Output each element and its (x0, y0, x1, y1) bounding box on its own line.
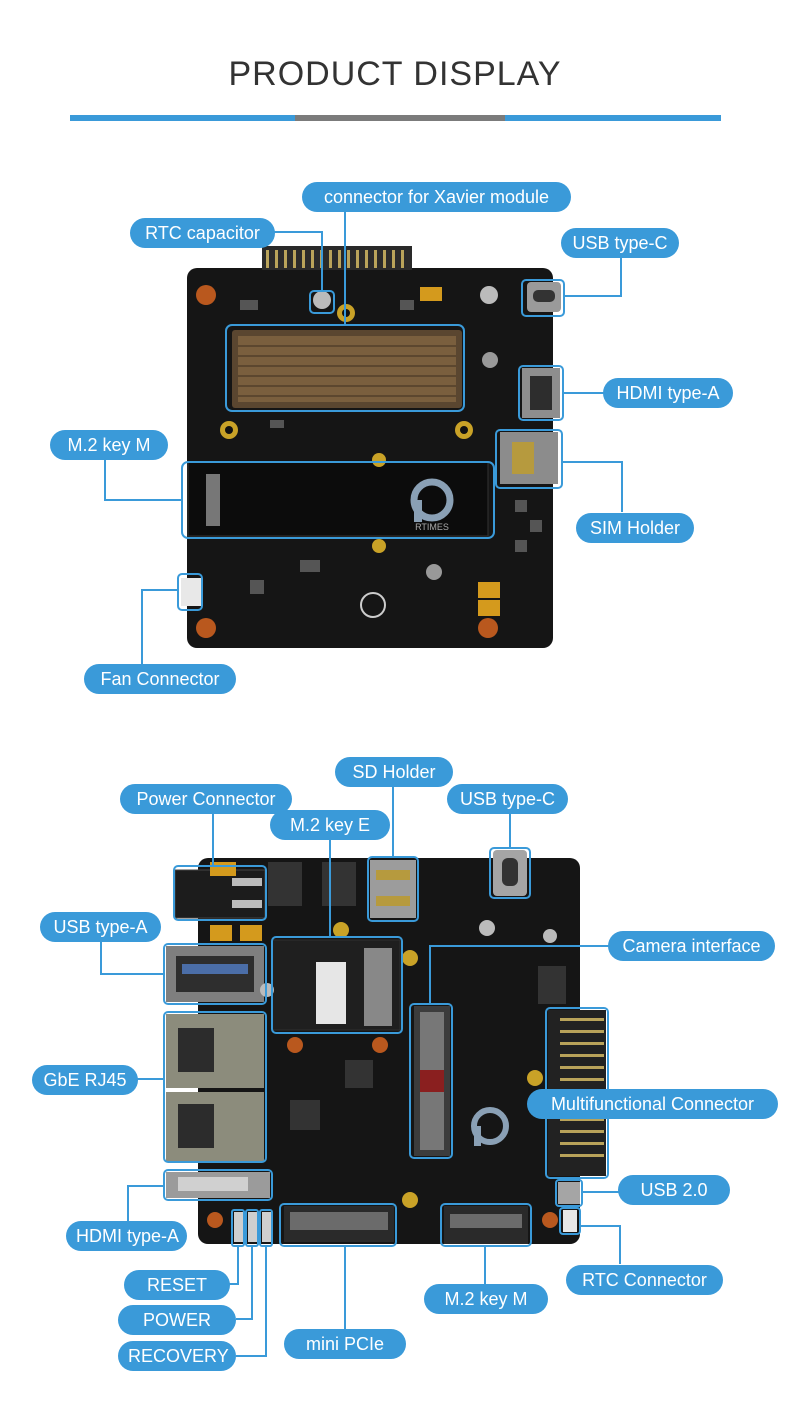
label-rtc-connector: RTC Connector (566, 1265, 723, 1295)
label-usb-type-c-bottom: USB type-C (447, 784, 568, 814)
label-hdmi-type-a-top: HDMI type-A (603, 378, 733, 408)
callout-lines (100, 209, 626, 1357)
label-rtc-capacitor: RTC capacitor (130, 218, 275, 248)
label-usb-2-0: USB 2.0 (618, 1175, 730, 1205)
label-m2-key-m-bottom: M.2 key M (424, 1284, 548, 1314)
label-usb-type-c-top: USB type-C (561, 228, 679, 258)
label-power-button: POWER (118, 1305, 236, 1335)
bottom-board-details (166, 850, 606, 1244)
page-title: PRODUCT DISPLAY (228, 55, 562, 93)
label-gbe-rj45: GbE RJ45 (32, 1065, 138, 1095)
label-mini-pcie: mini PCIe (284, 1329, 406, 1359)
label-usb-type-a: USB type-A (40, 912, 161, 942)
label-sim-holder: SIM Holder (576, 513, 694, 543)
label-multifunctional-connector: Multifunctional Connector (527, 1089, 778, 1119)
label-camera-interface: Camera interface (608, 931, 775, 961)
label-m2-key-m-top: M.2 key M (50, 430, 168, 460)
title-underline-center (295, 115, 505, 121)
label-hdmi-type-a-bottom: HDMI type-A (66, 1221, 187, 1251)
label-xavier-connector: connector for Xavier module (302, 182, 571, 212)
rtimes-logo-text: RTIMES (415, 522, 449, 532)
label-sd-holder: SD Holder (335, 757, 453, 787)
title-underline-right (505, 115, 721, 121)
label-recovery: RECOVERY (118, 1341, 236, 1371)
top-board-details: RTIMES (181, 246, 561, 638)
label-fan-connector: Fan Connector (84, 664, 236, 694)
label-power-connector: Power Connector (120, 784, 292, 814)
label-m2-key-e: M.2 key E (270, 810, 390, 840)
title-underline-left (70, 115, 295, 121)
label-reset: RESET (124, 1270, 230, 1300)
